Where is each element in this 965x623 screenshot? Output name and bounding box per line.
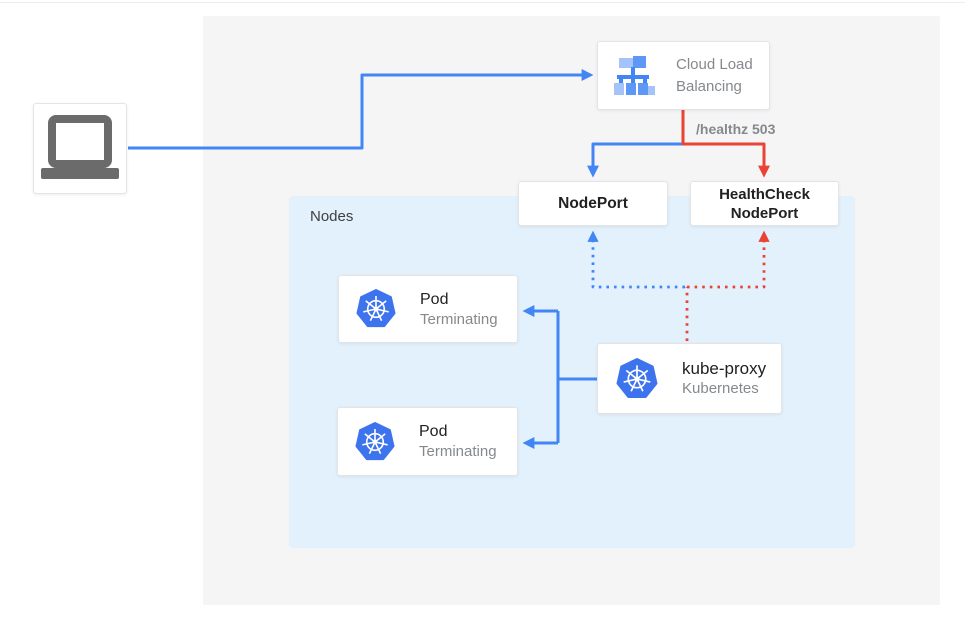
nodeport-label: NodePort — [558, 194, 628, 212]
cloud-load-balancing-icon — [614, 55, 655, 95]
cloud-load-balancing-node: Cloud Load Balancing — [597, 41, 770, 110]
healthz-status-label: /healthz 503 — [696, 121, 776, 137]
pod-node-2: Pod Terminating — [337, 407, 518, 476]
nodes-group-label: Nodes — [310, 208, 354, 225]
kube-proxy-title: kube-proxy — [682, 359, 767, 378]
kube-proxy-node: kube-proxy Kubernetes — [597, 343, 782, 414]
healthcheck-nodeport-label: HealthCheck NodePort — [719, 185, 810, 222]
pod-status-label: Terminating — [419, 443, 497, 460]
pod-node-1: Pod Terminating — [338, 275, 518, 343]
pod-status-label: Terminating — [420, 310, 498, 328]
cloud-load-balancing-label: Cloud Load Balancing — [676, 55, 753, 95]
healthcheck-nodeport-node: HealthCheck NodePort — [690, 181, 839, 226]
kube-proxy-subtitle: Kubernetes — [682, 380, 759, 397]
laptop-icon — [41, 114, 119, 179]
pod-title: Pod — [419, 423, 448, 440]
top-divider — [0, 2, 965, 3]
kubernetes-icon — [616, 357, 658, 398]
kubernetes-icon — [355, 421, 395, 460]
nodeport-node: NodePort — [518, 181, 668, 226]
client-laptop-node — [33, 103, 127, 194]
kubernetes-icon — [356, 289, 396, 328]
pod-title: Pod — [420, 290, 449, 308]
